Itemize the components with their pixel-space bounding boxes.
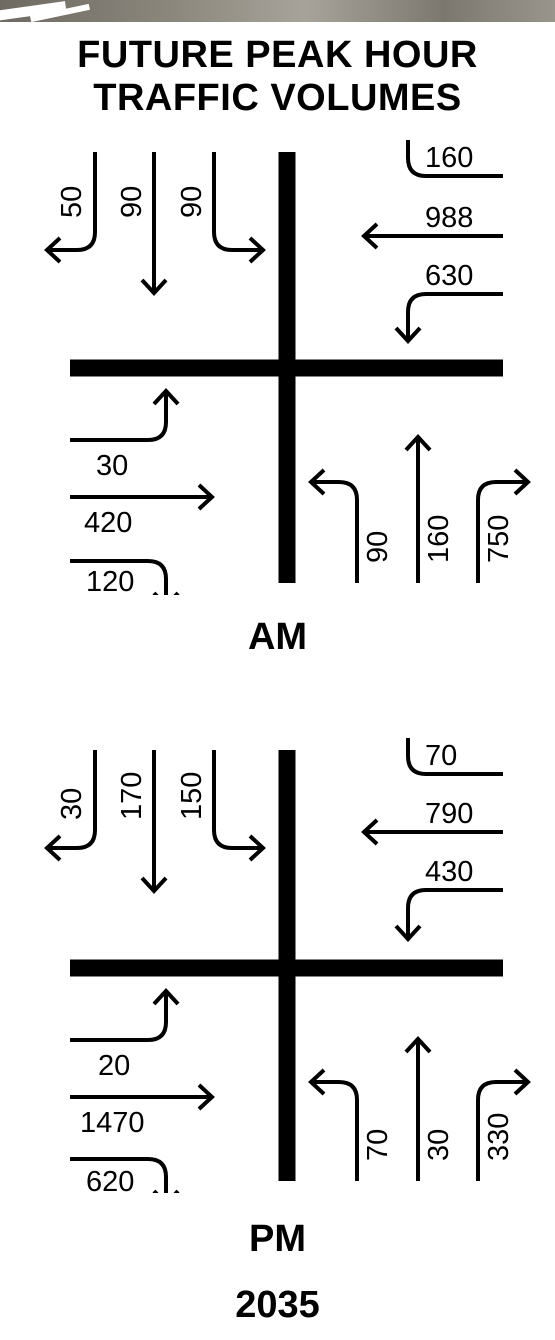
eb-left-arrow <box>70 392 168 442</box>
pm-eb-left-volume: 20 <box>98 1050 131 1082</box>
year-label: 2035 <box>235 1284 320 1326</box>
title-line-1: FUTURE PEAK HOUR <box>77 34 478 76</box>
wb-right-arrow <box>406 140 503 178</box>
wb-right-arrow <box>406 738 503 776</box>
pm-nb-through-volume: 30 <box>423 1128 455 1161</box>
am-sb-right-volume: 50 <box>56 185 88 218</box>
am-label: AM <box>247 616 308 658</box>
wb-left-arrow <box>406 888 503 938</box>
am-eb-right-volume: 120 <box>86 566 135 598</box>
pm-eb-through-volume: 1470 <box>80 1107 145 1139</box>
pm-label: PM <box>249 1218 306 1260</box>
am-sb-left-volume: 90 <box>176 185 208 218</box>
background-photo-strip <box>0 0 555 23</box>
wb-left-arrow <box>406 292 503 340</box>
sb-right-arrow <box>49 152 97 252</box>
pm-wb-right-volume: 70 <box>425 740 458 772</box>
am-intersection-svg <box>44 140 531 595</box>
eb-right-arrow <box>70 559 168 595</box>
am-nb-left-volume: 90 <box>362 530 394 563</box>
sb-right-arrow <box>49 750 97 850</box>
am-nb-right-volume: 750 <box>483 514 515 563</box>
nb-right-arrow <box>476 480 527 583</box>
pm-nb-right-volume: 330 <box>483 1112 515 1161</box>
am-eb-through-volume: 420 <box>84 507 133 539</box>
am-sb-through-volume: 90 <box>116 185 148 218</box>
sb-left-arrow <box>212 152 262 252</box>
pm-nb-left-volume: 70 <box>362 1128 394 1161</box>
pm-sb-left-volume: 150 <box>176 771 208 820</box>
title-line-2: TRAFFIC VOLUMES <box>93 77 462 119</box>
eb-right-arrow <box>70 1157 168 1193</box>
pm-sb-through-volume: 170 <box>116 771 148 820</box>
eb-left-arrow <box>70 992 168 1042</box>
am-eb-left-volume: 30 <box>96 450 129 482</box>
pm-sb-right-volume: 30 <box>56 787 88 820</box>
pm-eb-right-volume: 620 <box>86 1166 135 1198</box>
am-nb-through-volume: 160 <box>423 514 455 563</box>
pm-wb-left-volume: 430 <box>425 856 474 888</box>
pm-intersection-svg <box>44 738 531 1193</box>
nb-left-arrow <box>312 1080 359 1181</box>
sb-left-arrow <box>212 750 262 850</box>
am-wb-right-volume: 160 <box>425 142 474 174</box>
pm-intersection-diagram: 30 170 150 70 790 430 20 1470 620 70 30 … <box>0 738 555 1198</box>
nb-right-arrow <box>476 1080 527 1181</box>
am-wb-through-volume: 988 <box>425 202 474 234</box>
nb-left-arrow <box>312 480 359 583</box>
pm-wb-through-volume: 790 <box>425 798 474 830</box>
am-wb-left-volume: 630 <box>425 260 474 292</box>
am-intersection-diagram: 50 90 90 160 988 630 30 420 120 90 160 7… <box>0 140 555 598</box>
